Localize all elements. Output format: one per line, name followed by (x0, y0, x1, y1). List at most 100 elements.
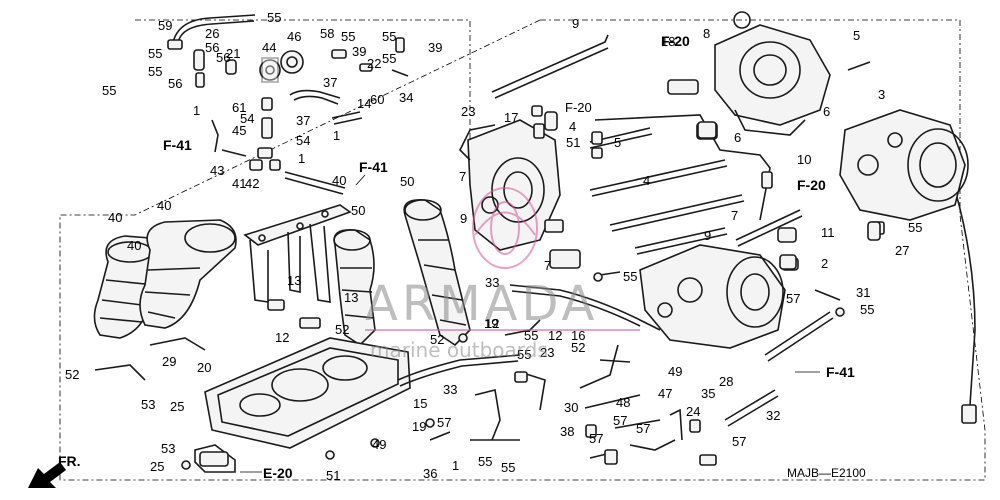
carburetor-17 (667, 11, 831, 140)
front-label: FR. (58, 453, 81, 469)
callout-57: 57 (786, 291, 800, 306)
fuel-hoses (94, 319, 683, 459)
callout-36: 36 (423, 466, 437, 481)
callout-35: 35 (701, 386, 715, 401)
callout-57: 57 (589, 431, 603, 446)
reference-labels: F-20 F-20 F-41 F-41 F-41 E-20 (163, 33, 855, 481)
callout-23: 23 (540, 345, 554, 360)
callout-54: 54 (240, 111, 254, 126)
callout-38: 38 (560, 424, 574, 439)
callout-54: 54 (296, 133, 310, 148)
callout-50: 50 (400, 174, 414, 189)
callout-33: 33 (443, 382, 457, 397)
callout-61: 61 (232, 100, 246, 115)
callout-55: 55 (524, 328, 538, 343)
watermark: ARMADA marine outboards (365, 187, 640, 362)
callout-7: 7 (731, 208, 738, 223)
callout-46: 46 (287, 29, 301, 44)
callout-24: 24 (686, 404, 700, 419)
callout-55: 55 (382, 51, 396, 66)
callout-5: 5 (614, 135, 621, 150)
callout-33: 33 (485, 275, 499, 290)
callout-7: 7 (459, 169, 466, 184)
air-chamber-base (194, 337, 411, 473)
callout-44: 44 (262, 40, 276, 55)
callout-6: 6 (823, 104, 830, 119)
rods-and-springs (491, 34, 977, 427)
carburetor-18 (839, 109, 969, 235)
callout-39: 39 (352, 44, 366, 59)
callout-55: 55 (501, 460, 515, 475)
callout-10: 10 (797, 152, 811, 167)
top-left-hoses (167, 14, 409, 195)
callout-19: 19 (484, 316, 498, 331)
callout-29: 29 (162, 354, 176, 369)
callout-13: 13 (287, 273, 301, 288)
callout-55: 55 (148, 46, 162, 61)
ref-f41-left: F-41 (163, 137, 192, 153)
diagram-code: MAJB—E2100 (787, 466, 866, 480)
callout-55: 55 (148, 64, 162, 79)
callout-52: 52 (65, 367, 79, 382)
callout-57: 57 (613, 413, 627, 428)
callout-56: 56 (168, 76, 182, 91)
carburetor-15 (459, 119, 564, 251)
callout-55: 55 (341, 29, 355, 44)
callout-43: 43 (210, 163, 224, 178)
callout-55: 55 (517, 347, 531, 362)
callout-3: 3 (878, 87, 885, 102)
callout-32: 32 (766, 408, 780, 423)
callout-25: 25 (170, 399, 184, 414)
callout-1: 1 (298, 151, 305, 166)
callout-18: 18 (661, 34, 675, 49)
ref-e20: E-20 (263, 465, 293, 481)
callout-40: 40 (127, 238, 141, 253)
callout-47: 47 (658, 386, 672, 401)
callout-59: 59 (158, 18, 172, 33)
callout-56: 56 (216, 50, 230, 65)
callout-27: 27 (895, 243, 909, 258)
callout-26: 26 (205, 26, 219, 41)
intake-bracket (243, 204, 352, 329)
callout-21: 21 (226, 46, 240, 61)
callout-57: 57 (636, 421, 650, 436)
callout-1: 1 (333, 128, 340, 143)
callout-49: 49 (668, 364, 682, 379)
callout-9: 9 (572, 16, 579, 31)
callout-15: 15 (413, 396, 427, 411)
callout-40: 40 (108, 210, 122, 225)
callout-49: 49 (372, 437, 386, 452)
front-direction-indicator: FR. (28, 453, 81, 488)
callout-55: 55 (860, 302, 874, 317)
watermark-brand: ARMADA (365, 276, 598, 332)
callout-8: 8 (703, 26, 710, 41)
callout-53: 53 (161, 441, 175, 456)
callout-12: 12 (275, 330, 289, 345)
callout-23: 23 (461, 104, 475, 119)
callout-52: 52 (571, 340, 585, 355)
callout-7: 7 (544, 258, 551, 273)
callout-4: 4 (643, 173, 650, 188)
callout-55: 55 (382, 29, 396, 44)
ref-f20-top: F-20 (661, 33, 690, 49)
callout-55: 55 (623, 269, 637, 284)
callout-52: 52 (335, 322, 349, 337)
callout-51: 51 (566, 135, 580, 150)
callout-57: 57 (437, 415, 451, 430)
callout-14: 14 (357, 96, 371, 111)
callout-11: 11 (821, 225, 835, 240)
callout-12: 12 (548, 328, 562, 343)
callout-41: 41 (232, 176, 246, 191)
callout-51: 51 (326, 468, 340, 483)
callout-25: 25 (150, 459, 164, 474)
callout-57: 57 (732, 434, 746, 449)
callout-52: 52 (430, 332, 444, 347)
callout-55: 55 (267, 10, 281, 25)
callout-34: 34 (399, 90, 413, 105)
callout-31: 31 (856, 285, 870, 300)
callout-28: 28 (719, 374, 733, 389)
callout-20: 20 (197, 360, 211, 375)
